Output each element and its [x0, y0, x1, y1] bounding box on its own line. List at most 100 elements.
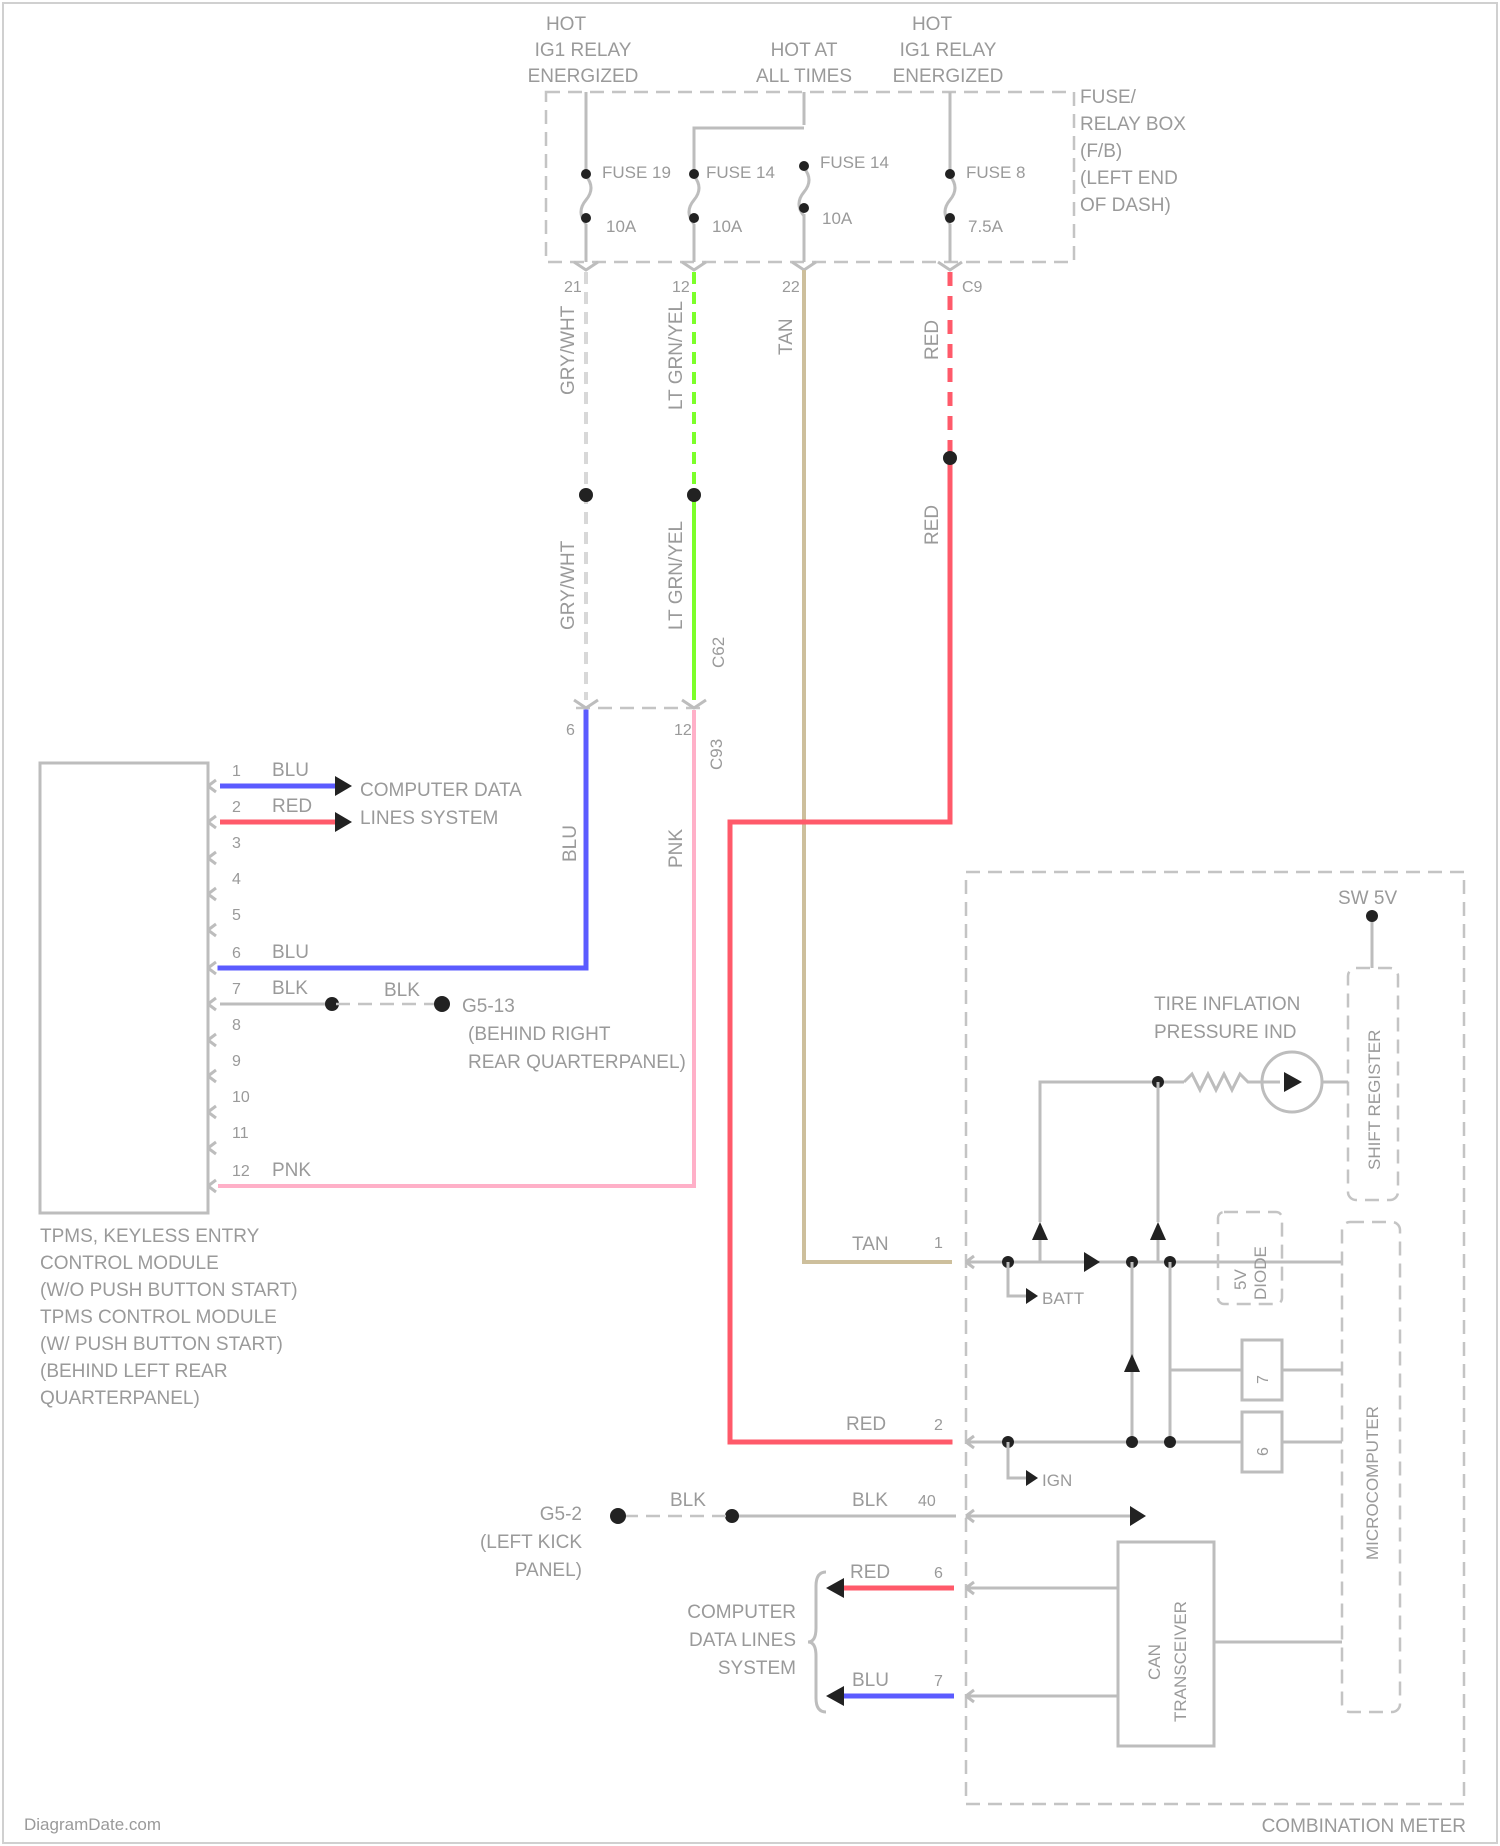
- svg-text:REAR QUARTERPANEL): REAR QUARTERPANEL): [468, 1052, 686, 1073]
- svg-text:10A: 10A: [606, 217, 637, 236]
- meter-title: COMBINATION METER: [1262, 1816, 1466, 1837]
- svg-text:(LEFT KICK: (LEFT KICK: [480, 1532, 582, 1553]
- wire-lt-grn-yel: LT GRN/YEL LT GRN/YEL C62: [666, 272, 728, 700]
- svg-text:10A: 10A: [712, 217, 743, 236]
- svg-text:LT GRN/YEL: LT GRN/YEL: [666, 521, 687, 630]
- fusebox-label-1: FUSE/: [1080, 87, 1137, 108]
- svg-text:6: 6: [232, 945, 241, 962]
- fuse-pin-2: 12: [672, 279, 690, 296]
- svg-text:(BEHIND RIGHT: (BEHIND RIGHT: [468, 1024, 611, 1045]
- tire-ind-label-1: TIRE INFLATION: [1154, 994, 1300, 1015]
- svg-text:RED: RED: [922, 505, 943, 545]
- svg-text:MICROCOMPUTER: MICROCOMPUTER: [1363, 1406, 1382, 1560]
- can-transceiver: [1118, 1542, 1214, 1746]
- svg-text:12: 12: [674, 722, 692, 739]
- fuse-1: FUSE 19 10A: [581, 163, 671, 236]
- svg-text:5: 5: [232, 907, 241, 924]
- tpms-title-2: CONTROL MODULE: [40, 1253, 219, 1274]
- hot1-line2: IG1 RELAY: [535, 40, 632, 61]
- svg-text:7: 7: [934, 1673, 943, 1690]
- hot1-line3: ENERGIZED: [528, 66, 639, 87]
- svg-text:BLU: BLU: [852, 1670, 889, 1691]
- watermark: DiagramDate.com: [24, 1815, 161, 1834]
- svg-text:6: 6: [1255, 1447, 1272, 1456]
- svg-text:PANEL): PANEL): [515, 1560, 582, 1581]
- svg-text:6: 6: [934, 1565, 943, 1582]
- tpms-module: 1 2 3 4 5 6 7 8 9 10 11 12 BLU RED BLU B…: [40, 760, 312, 1409]
- svg-text:RED: RED: [272, 796, 312, 817]
- svg-text:10: 10: [232, 1089, 250, 1106]
- svg-text:RED: RED: [846, 1414, 886, 1435]
- regulator-2: [1242, 1412, 1282, 1472]
- svg-text:BLU: BLU: [560, 825, 581, 862]
- svg-text:G5-2: G5-2: [540, 1504, 582, 1525]
- tpms-cdl-wires: COMPUTER DATA LINES SYSTEM: [220, 776, 522, 832]
- hot1-line1: HOT: [546, 14, 587, 35]
- svg-text:7.5A: 7.5A: [968, 217, 1004, 236]
- fusebox-label-2: RELAY BOX: [1080, 114, 1186, 135]
- svg-text:12: 12: [232, 1163, 250, 1180]
- svg-text:BLK: BLK: [272, 978, 308, 999]
- svg-text:FUSE 14: FUSE 14: [820, 153, 889, 172]
- svg-text:7: 7: [1255, 1375, 1272, 1384]
- svg-text:1: 1: [934, 1235, 943, 1252]
- fuse-relay-box: FUSE/ RELAY BOX (F/B) (LEFT END OF DASH)…: [546, 87, 1186, 296]
- svg-text:1: 1: [232, 763, 241, 780]
- fusebox-label-3: (F/B): [1080, 141, 1122, 162]
- svg-text:40: 40: [918, 1493, 936, 1510]
- wire-gry-wht: GRY/WHT GRY/WHT: [558, 272, 593, 700]
- svg-text:3: 3: [232, 835, 241, 852]
- wire-red-main: RED RED: [730, 272, 957, 1442]
- svg-text:TRANSCEIVER: TRANSCEIVER: [1171, 1601, 1190, 1722]
- hot3-line2: IG1 RELAY: [900, 40, 997, 61]
- svg-text:PNK: PNK: [666, 829, 687, 868]
- hot3-line3: ENERGIZED: [893, 66, 1004, 87]
- svg-text:PNK: PNK: [272, 1160, 311, 1181]
- svg-text:DIODE: DIODE: [1251, 1246, 1270, 1300]
- fusebox-label-4: (LEFT END: [1080, 168, 1178, 189]
- svg-text:BLK: BLK: [384, 980, 420, 1001]
- svg-text:GRY/WHT: GRY/WHT: [558, 540, 579, 630]
- svg-text:BLK: BLK: [670, 1490, 706, 1511]
- svg-text:RED: RED: [850, 1562, 890, 1583]
- svg-text:SHIFT REGISTER: SHIFT REGISTER: [1365, 1030, 1384, 1170]
- page-border: [3, 3, 1497, 1843]
- meter-cdl-wires: RED 6 BLU 7 COMPUTER DATA LINES SYSTEM: [687, 1562, 954, 1712]
- tpms-title-5: (W/ PUSH BUTTON START): [40, 1334, 283, 1355]
- svg-text:BLU: BLU: [272, 942, 309, 963]
- svg-text:COMPUTER: COMPUTER: [687, 1602, 796, 1623]
- wire-tan: TAN: [776, 272, 950, 1262]
- fuse-4: FUSE 8 7.5A: [945, 163, 1026, 236]
- svg-text:RED: RED: [922, 320, 943, 360]
- fuse-pin-1: 21: [564, 279, 582, 296]
- svg-text:9: 9: [232, 1053, 241, 1070]
- sw5v-label: SW 5V: [1338, 888, 1397, 909]
- fuse-2: FUSE 14 10A: [689, 163, 775, 236]
- svg-text:BLK: BLK: [852, 1490, 888, 1511]
- fuse-3: FUSE 14 10A: [799, 153, 889, 228]
- svg-text:TAN: TAN: [852, 1234, 889, 1255]
- tpms-title-7: QUARTERPANEL): [40, 1388, 200, 1409]
- svg-text:TAN: TAN: [776, 318, 797, 355]
- svg-text:FUSE 8: FUSE 8: [966, 163, 1026, 182]
- svg-text:8: 8: [232, 1017, 241, 1034]
- svg-text:G5-13: G5-13: [462, 996, 515, 1017]
- svg-text:FUSE 14: FUSE 14: [706, 163, 775, 182]
- tpms-title-1: TPMS, KEYLESS ENTRY: [40, 1226, 260, 1247]
- tire-ind-label-2: PRESSURE IND: [1154, 1022, 1297, 1043]
- tpms-cdl-label-1: COMPUTER DATA: [360, 780, 522, 801]
- svg-text:C93: C93: [707, 739, 726, 770]
- svg-text:BLU: BLU: [272, 760, 309, 781]
- 5v-diode: [1218, 1212, 1282, 1304]
- tpms-title-4: TPMS CONTROL MODULE: [40, 1307, 277, 1328]
- wire-blu-tpms: BLU: [220, 712, 586, 968]
- tpms-cdl-label-2: LINES SYSTEM: [360, 808, 498, 829]
- hot3-line1: HOT: [912, 14, 953, 35]
- tpms-module-box: [40, 763, 208, 1213]
- svg-text:7: 7: [232, 981, 241, 998]
- svg-text:11: 11: [232, 1125, 249, 1142]
- svg-text:SYSTEM: SYSTEM: [718, 1658, 796, 1679]
- svg-text:FUSE 19: FUSE 19: [602, 163, 671, 182]
- svg-text:DATA LINES: DATA LINES: [689, 1630, 796, 1651]
